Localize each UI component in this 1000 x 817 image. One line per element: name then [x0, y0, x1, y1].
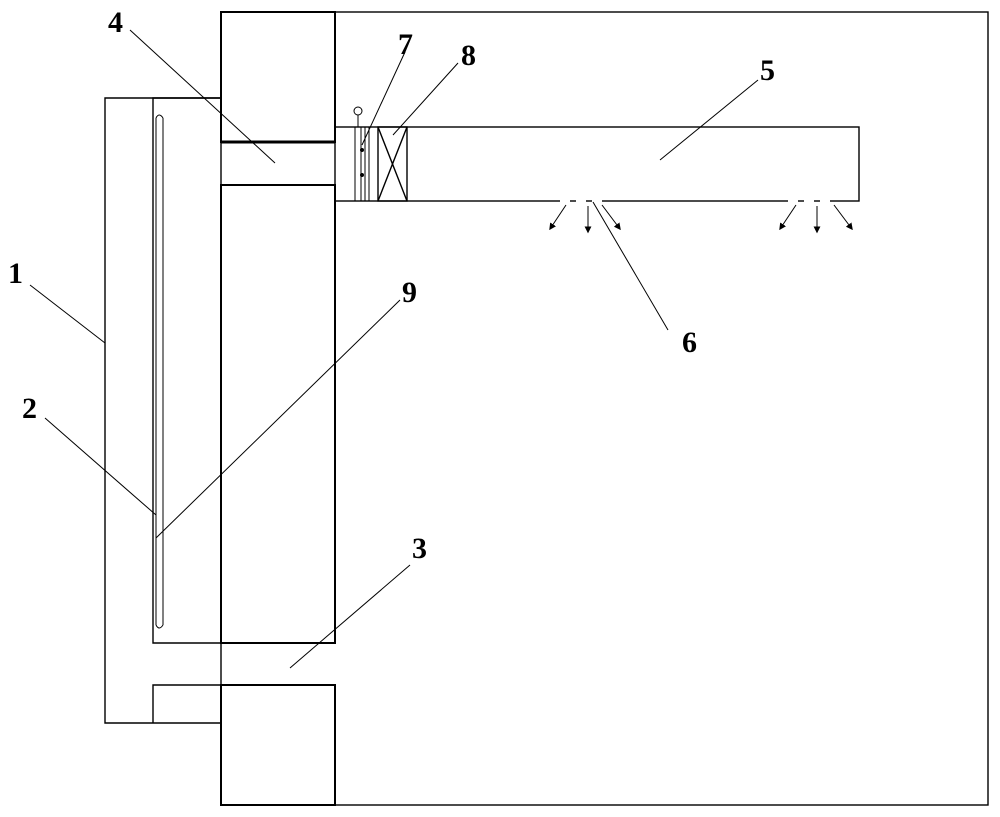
air-duct: [334, 126, 860, 202]
label-5: 5: [760, 54, 775, 87]
air-filter: [377, 126, 408, 202]
leader-line-5: [659, 79, 759, 161]
label-1: 1: [8, 257, 23, 290]
leader-line-2: [44, 417, 157, 516]
label-7: 7: [398, 28, 413, 61]
label-8: 8: [461, 39, 476, 72]
brick-wall-bottom: [220, 684, 336, 806]
leader-line-1: [29, 284, 106, 344]
air-channel-inner-wall: [152, 97, 221, 644]
brick-wall-top: [220, 11, 336, 143]
brick-wall: [220, 11, 336, 806]
label-3: 3: [412, 532, 427, 565]
leader-lines: [29, 29, 759, 669]
lower-inlet-duct: [152, 684, 221, 723]
label-2: 2: [22, 392, 37, 425]
label-4: 4: [108, 6, 123, 39]
leader-line-4: [129, 29, 276, 164]
air-vents: [549, 199, 853, 234]
leader-line-7: [361, 51, 406, 146]
absorber-plate: [155, 114, 164, 629]
label-9: 9: [402, 276, 417, 309]
air-valve: [353, 106, 370, 202]
leader-line-9: [155, 299, 401, 539]
leader-line-6: [592, 201, 669, 331]
brick-wall-middle: [220, 184, 336, 644]
room-outline: [220, 11, 989, 806]
label-6: 6: [682, 326, 697, 359]
leader-line-3: [289, 564, 411, 669]
leader-line-8: [392, 62, 459, 136]
